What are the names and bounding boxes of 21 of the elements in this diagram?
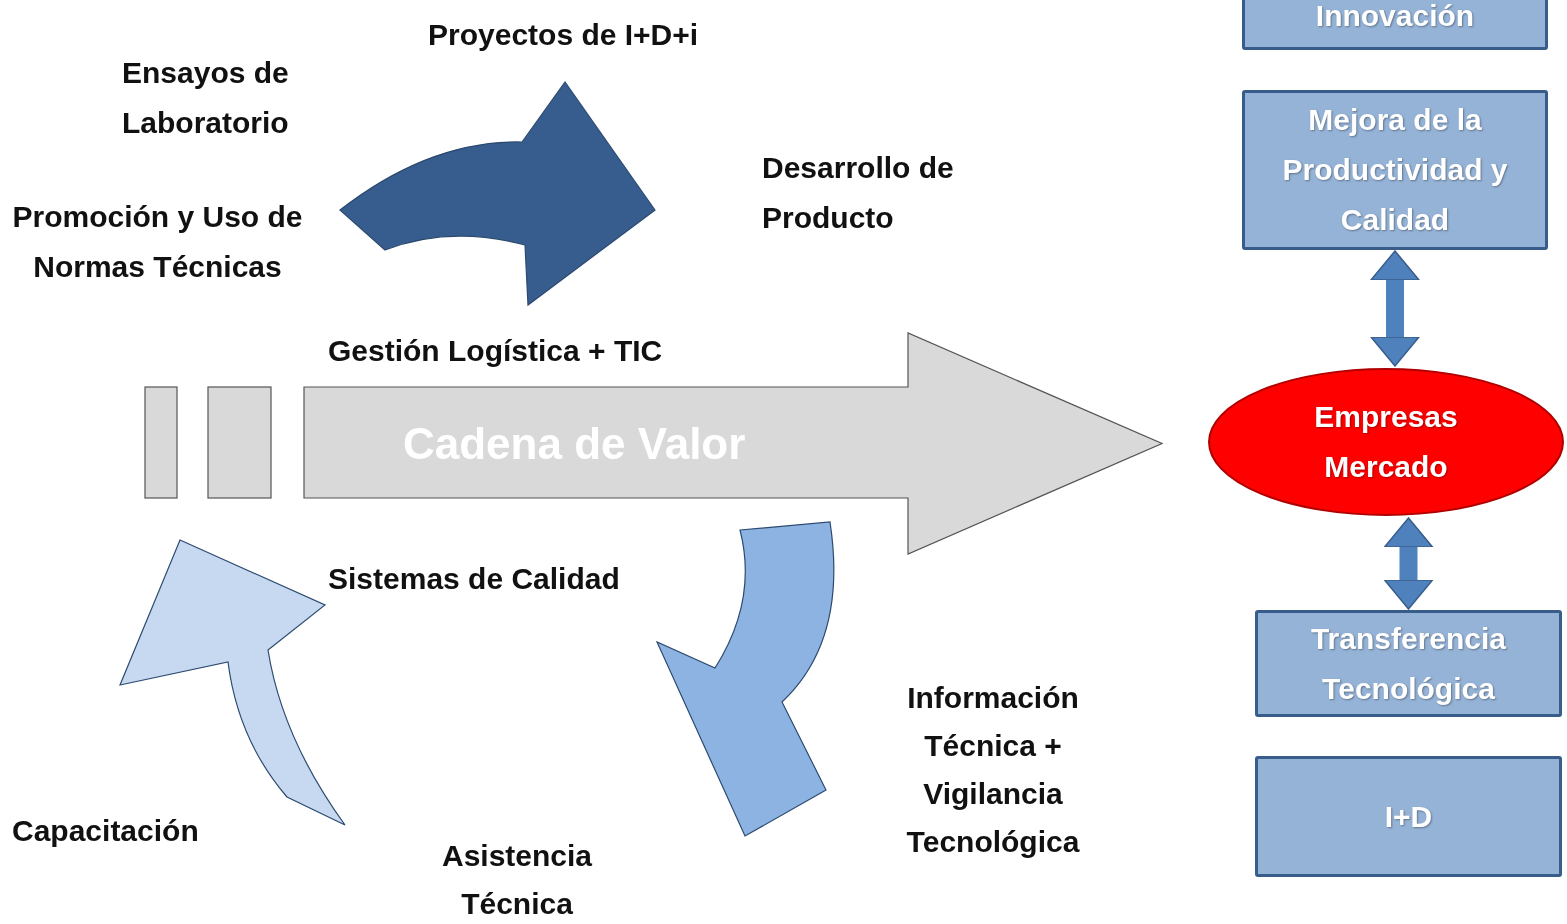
node-label: I+D — [1384, 798, 1433, 835]
process-box — [1255, 610, 1562, 717]
text-label: Gestión Logística + TIC — [328, 333, 663, 369]
process-box — [1242, 90, 1548, 250]
text-label: Capacitación — [12, 813, 199, 849]
text-label: Asistencia Técnica — [441, 838, 593, 922]
node-label: Transferencia Tecnológica — [1309, 620, 1508, 707]
text-label: Ensayos de Laboratorio — [122, 55, 290, 141]
node-label: Empresas Mercado — [1313, 399, 1459, 485]
text-label: Desarrollo de Producto — [762, 150, 955, 236]
double-arrow — [1370, 250, 1420, 367]
text-label: Promoción y Uso de Normas Técnicas — [11, 199, 304, 285]
text-label: Sistemas de Calidad — [328, 561, 620, 597]
block-arrow — [303, 332, 1163, 555]
text-label: Información Técnica + Vigilancia Tecnológica — [906, 680, 1080, 860]
node-label: Innovación — [1315, 0, 1475, 34]
text-label: Proyectos de I+D+i — [428, 17, 699, 53]
process-box — [1255, 756, 1562, 877]
node-label: Mejora de la Productividad y Calidad — [1281, 102, 1509, 238]
double-arrow — [1383, 517, 1434, 610]
ellipse-node — [1207, 367, 1565, 517]
